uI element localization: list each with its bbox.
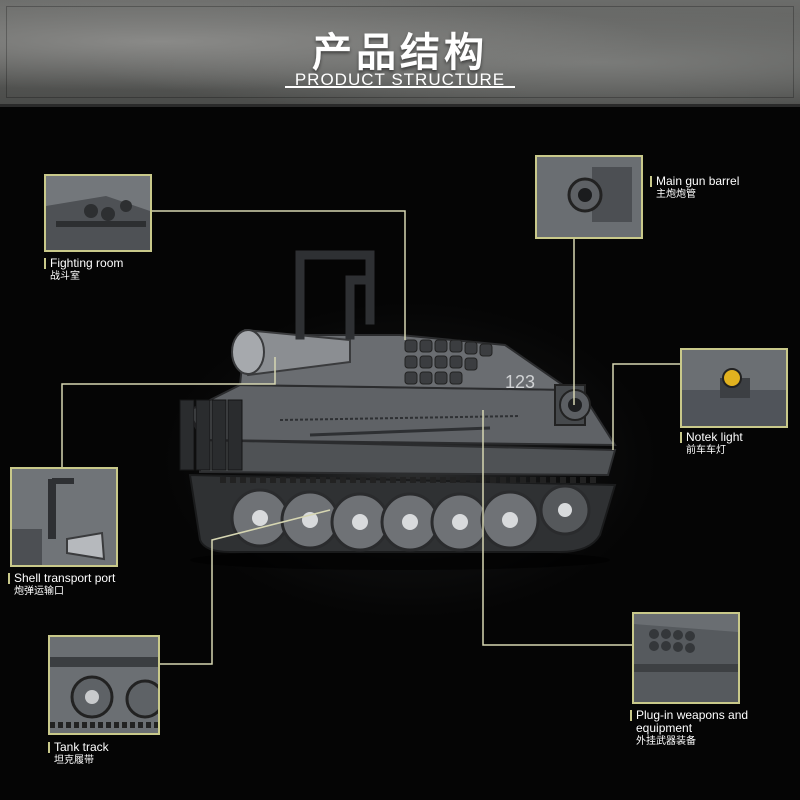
callout-image-tank-track — [48, 635, 160, 735]
main-gun-thumbnail — [537, 157, 641, 237]
label-main-gun-barrel: Main gun barrel 主炮炮管 — [650, 175, 739, 201]
label-accent-bar — [8, 573, 10, 584]
label-notek-light: Notek light 前车车灯 — [680, 431, 743, 457]
label-cn: 前车车灯 — [686, 445, 726, 456]
line-tank-track — [158, 509, 331, 665]
weapon-blocks — [404, 339, 493, 385]
label-accent-bar — [650, 176, 652, 187]
tank-shadow — [190, 550, 610, 570]
tank-track-thumbnail — [50, 637, 158, 733]
crane-arm — [295, 250, 375, 340]
tank-illustration: 123 — [179, 250, 617, 570]
plug-in-weapons-thumbnail — [634, 614, 738, 702]
callout-image-fighting-room — [44, 174, 152, 252]
label-tank-track: Tank track 坦克履带 — [48, 741, 109, 767]
rear-exhausts — [179, 399, 243, 471]
banner-frame — [6, 6, 794, 98]
main-gun — [554, 384, 591, 426]
label-cn: 外挂武器装备 — [636, 736, 696, 747]
line-notek — [612, 363, 680, 450]
label-en: Shell transport port — [14, 571, 116, 585]
notek-light-thumbnail — [682, 350, 786, 426]
line-shell-port — [61, 357, 276, 467]
label-accent-bar — [48, 742, 50, 753]
fighting-room-thumbnail — [46, 176, 150, 250]
hull-number: 123 — [505, 372, 535, 392]
callout-image-shell-transport-port — [10, 467, 118, 567]
label-shell-transport-port: Shell transport port 炮弹运输口 — [8, 572, 115, 598]
label-plug-in-weapons: Plug-in weapons and equipment 外挂武器装备 — [630, 709, 780, 748]
line-plug-in — [482, 410, 632, 646]
title-underline — [285, 86, 515, 88]
title-chinese: 产品结构 — [312, 30, 488, 76]
label-accent-bar — [680, 432, 682, 443]
label-en: Main gun barrel — [656, 174, 740, 188]
callout-image-notek-light — [680, 348, 788, 428]
label-cn: 主炮炮管 — [656, 189, 696, 200]
callout-image-main-gun-barrel — [535, 155, 643, 239]
callout-image-plug-in-weapons — [632, 612, 740, 704]
shell-port-thumbnail — [12, 469, 116, 565]
label-en: Fighting room — [50, 256, 124, 270]
label-fighting-room: Fighting room 战斗室 — [44, 257, 123, 283]
label-en: Tank track — [54, 740, 109, 754]
label-cn: 炮弹运输口 — [14, 586, 64, 597]
line-fighting-room — [150, 210, 406, 340]
label-accent-bar — [630, 710, 632, 721]
label-en: Plug-in weapons and equipment — [636, 708, 749, 735]
label-en: Notek light — [686, 430, 743, 444]
label-cn: 坦克履带 — [54, 755, 94, 766]
label-accent-bar — [44, 258, 46, 269]
label-cn: 战斗室 — [50, 271, 80, 282]
road-wheels — [230, 484, 591, 552]
title-english: PRODUCT STRUCTURE — [294, 70, 506, 89]
header-banner: 产品结构 PRODUCT STRUCTURE — [0, 0, 800, 107]
